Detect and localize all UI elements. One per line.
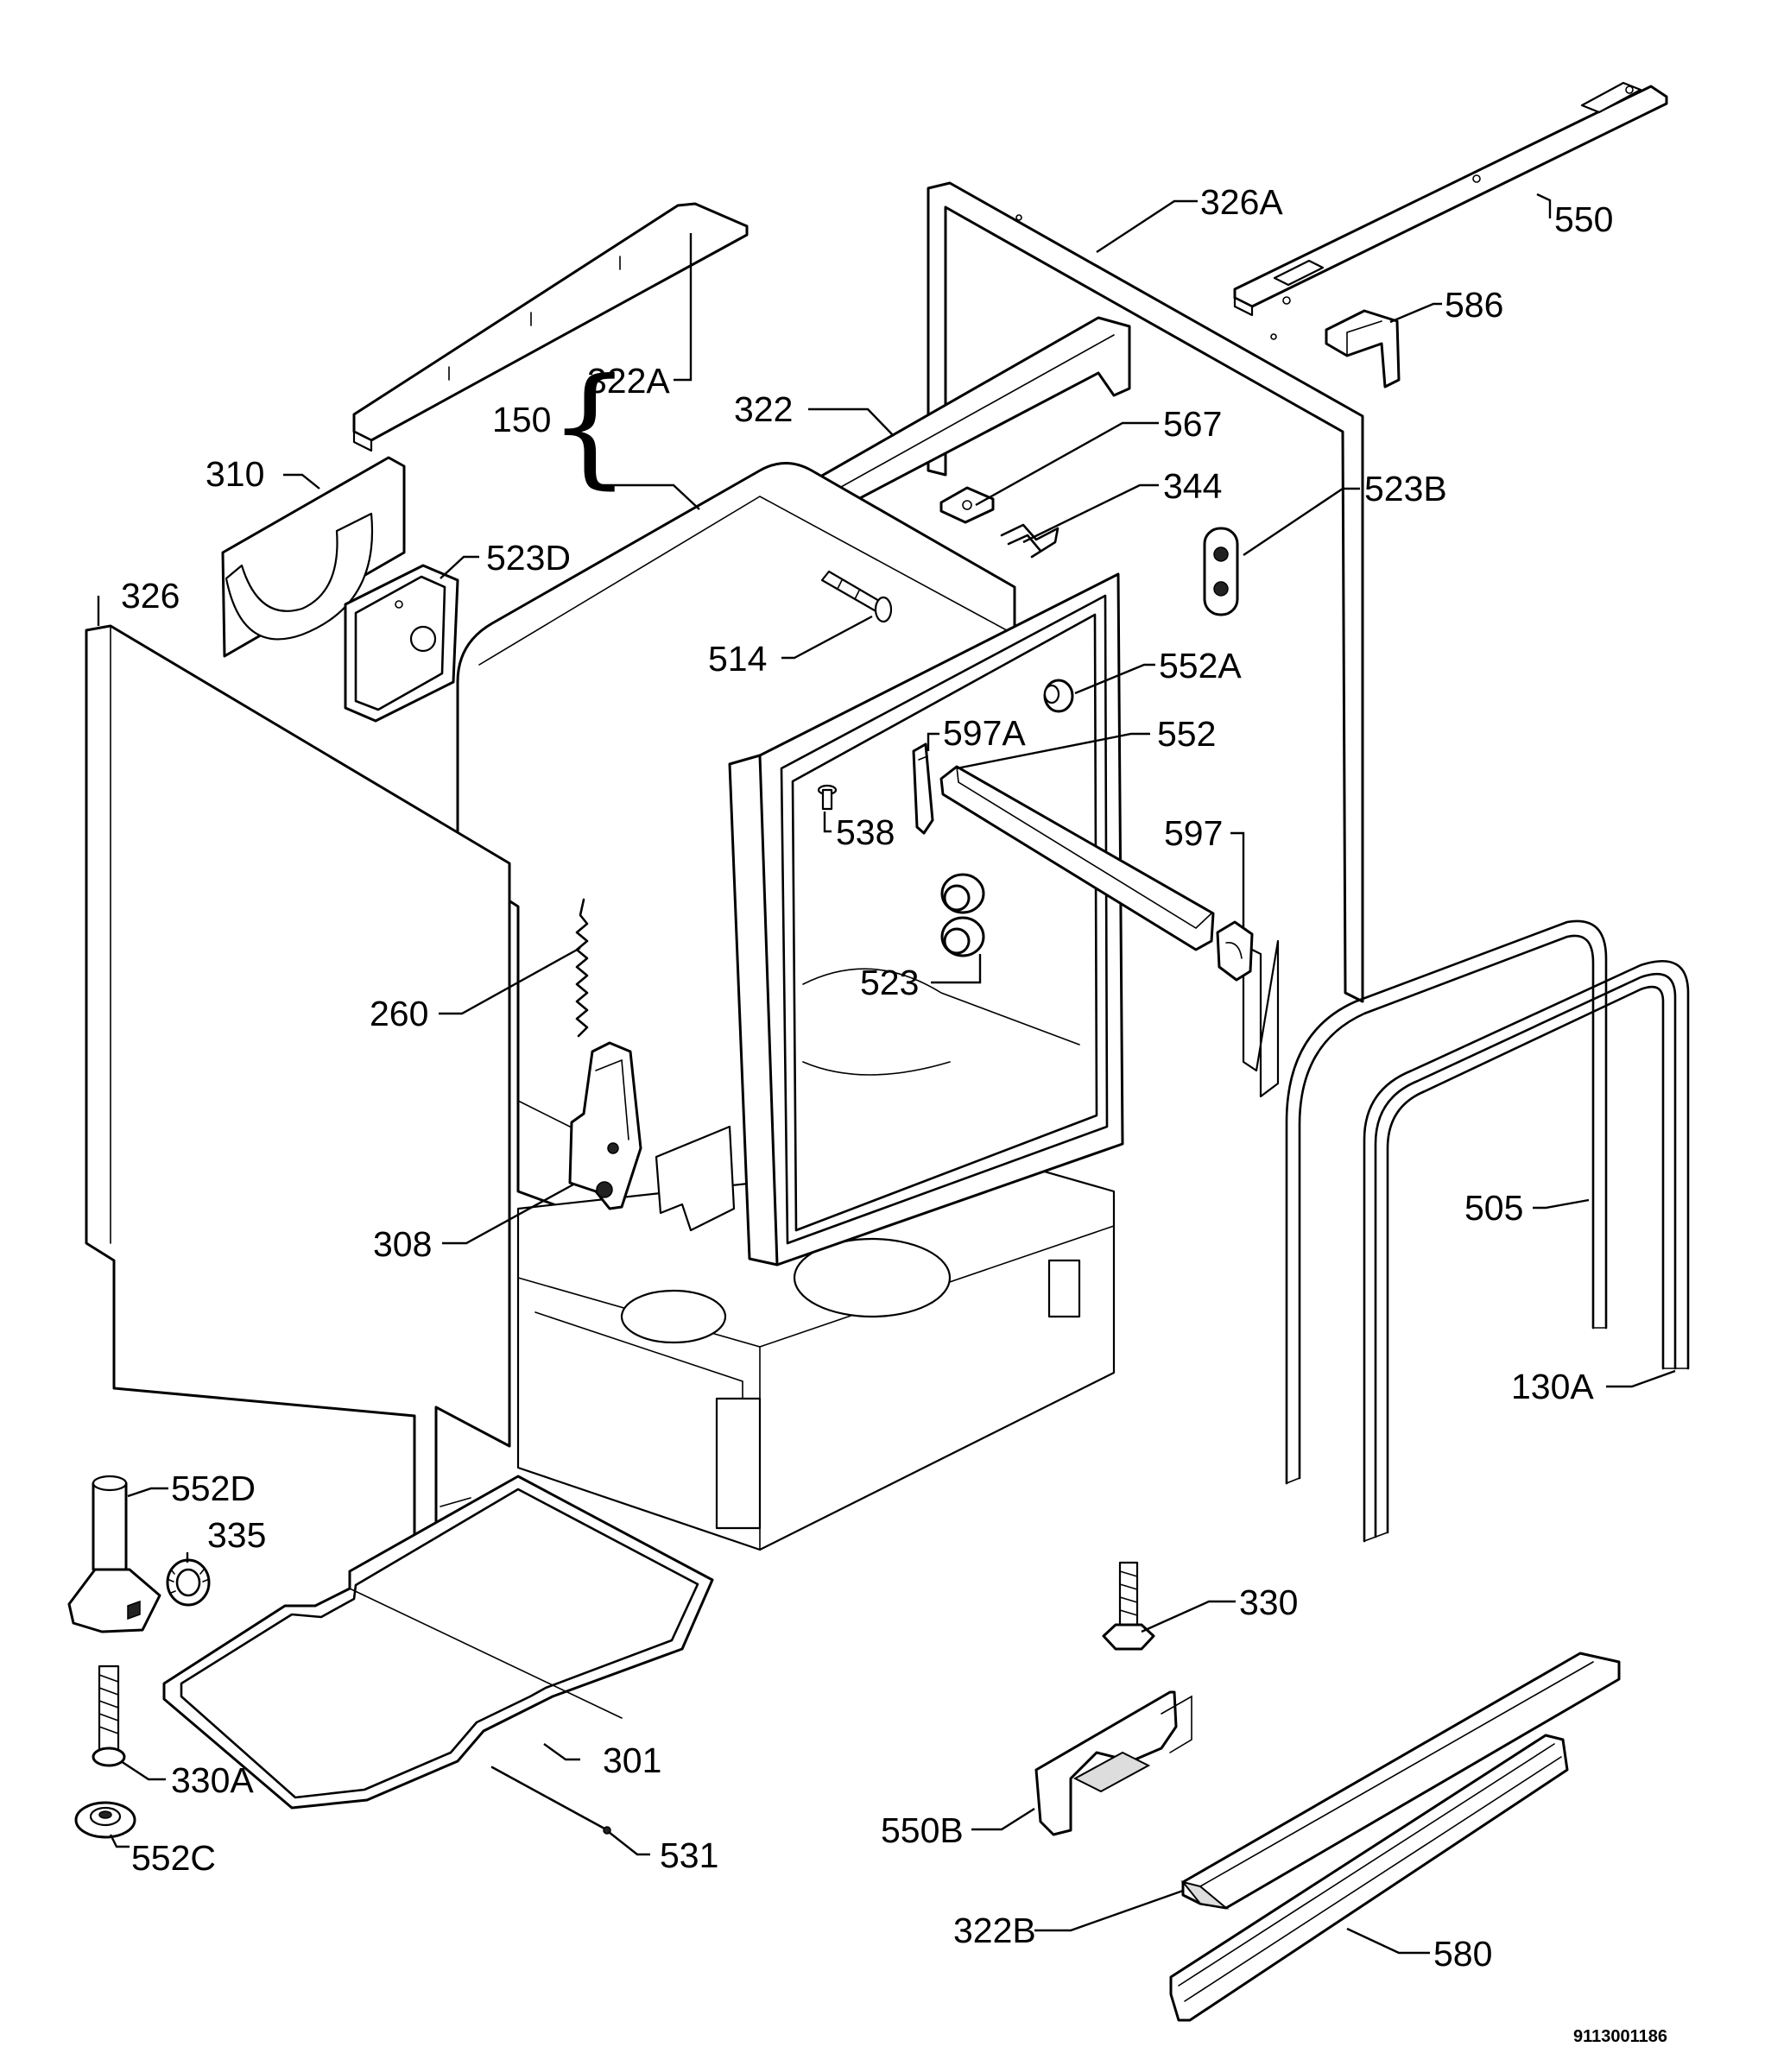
part-322b-strip <box>1180 1652 1621 1910</box>
part-322a-rail <box>352 202 749 452</box>
label-310: 310 <box>206 454 264 494</box>
label-130a: 130A <box>1511 1367 1594 1406</box>
leader-lines <box>97 193 1676 1955</box>
label-531: 531 <box>660 1835 718 1875</box>
label-523: 523 <box>860 963 919 1002</box>
part-580-kickplate <box>1169 1734 1569 2022</box>
label-335: 335 <box>207 1515 266 1555</box>
label-326a: 326A <box>1200 182 1283 222</box>
part-552-rail <box>939 765 1215 951</box>
part-550b-bracket <box>1034 1690 1192 1836</box>
label-550b: 550B <box>881 1810 964 1850</box>
label-567: 567 <box>1163 404 1222 444</box>
label-552d: 552D <box>171 1469 256 1508</box>
label-301: 301 <box>603 1740 661 1780</box>
part-552d-foot <box>67 1475 161 1633</box>
part-310-cover <box>221 456 406 658</box>
label-150: 150 <box>492 400 551 439</box>
part-330a-screw <box>92 1665 126 1767</box>
part-335-gear <box>166 1558 211 1607</box>
part-538-screw <box>817 784 838 811</box>
part-344-spring <box>1000 523 1059 559</box>
label-586: 586 <box>1445 285 1503 325</box>
drawing-code: 9113001186 <box>1573 2027 1667 2046</box>
label-322a: 322A <box>587 361 670 401</box>
label-597: 597 <box>1164 813 1223 853</box>
label-344: 344 <box>1163 466 1222 506</box>
part-552a-stopper <box>1043 679 1074 713</box>
label-330a: 330A <box>171 1760 254 1800</box>
part-130a-gasket <box>1363 960 1690 1543</box>
label-580: 580 <box>1433 1934 1492 1974</box>
label-514: 514 <box>708 639 767 679</box>
label-322: 322 <box>734 389 793 429</box>
group-brace-150: { <box>548 351 630 502</box>
label-538: 538 <box>836 812 895 852</box>
label-326: 326 <box>121 576 180 616</box>
part-514-pin <box>820 570 893 623</box>
part-260-spring <box>575 898 589 1038</box>
part-523b-grommet <box>1203 527 1239 616</box>
part-505-seal <box>1285 919 1608 1485</box>
part-308-hinge <box>517 1041 642 1210</box>
label-505: 505 <box>1464 1188 1523 1228</box>
part-550-top-rail <box>1233 81 1668 317</box>
label-260: 260 <box>370 994 428 1033</box>
part-567-clip <box>939 486 995 524</box>
label-523b: 523B <box>1364 469 1447 509</box>
part-330-screw <box>1102 1561 1155 1651</box>
part-301-base-tray <box>162 1475 714 1810</box>
part-523-bushing <box>940 873 985 957</box>
part-531-rod <box>490 1766 611 1835</box>
label-552a: 552A <box>1159 646 1242 685</box>
part-labels: 150 322A 322 310 326 523D 326A 550 586 5… <box>121 182 1667 2046</box>
label-550: 550 <box>1554 199 1613 239</box>
door-frame <box>655 572 1124 1267</box>
part-552c-cap <box>74 1801 136 1839</box>
label-330: 330 <box>1239 1582 1298 1622</box>
part-597-latch <box>1216 920 1254 982</box>
label-308: 308 <box>373 1224 432 1264</box>
part-523d-plate <box>344 564 459 723</box>
part-326-side-panel <box>85 624 511 1556</box>
label-597a: 597A <box>943 713 1026 753</box>
label-523d: 523D <box>486 538 571 578</box>
part-586-bracket <box>1325 309 1401 388</box>
part-597a-latch <box>912 742 934 835</box>
label-552: 552 <box>1157 714 1216 754</box>
label-322b: 322B <box>953 1911 1036 1950</box>
label-552c: 552C <box>131 1838 216 1878</box>
